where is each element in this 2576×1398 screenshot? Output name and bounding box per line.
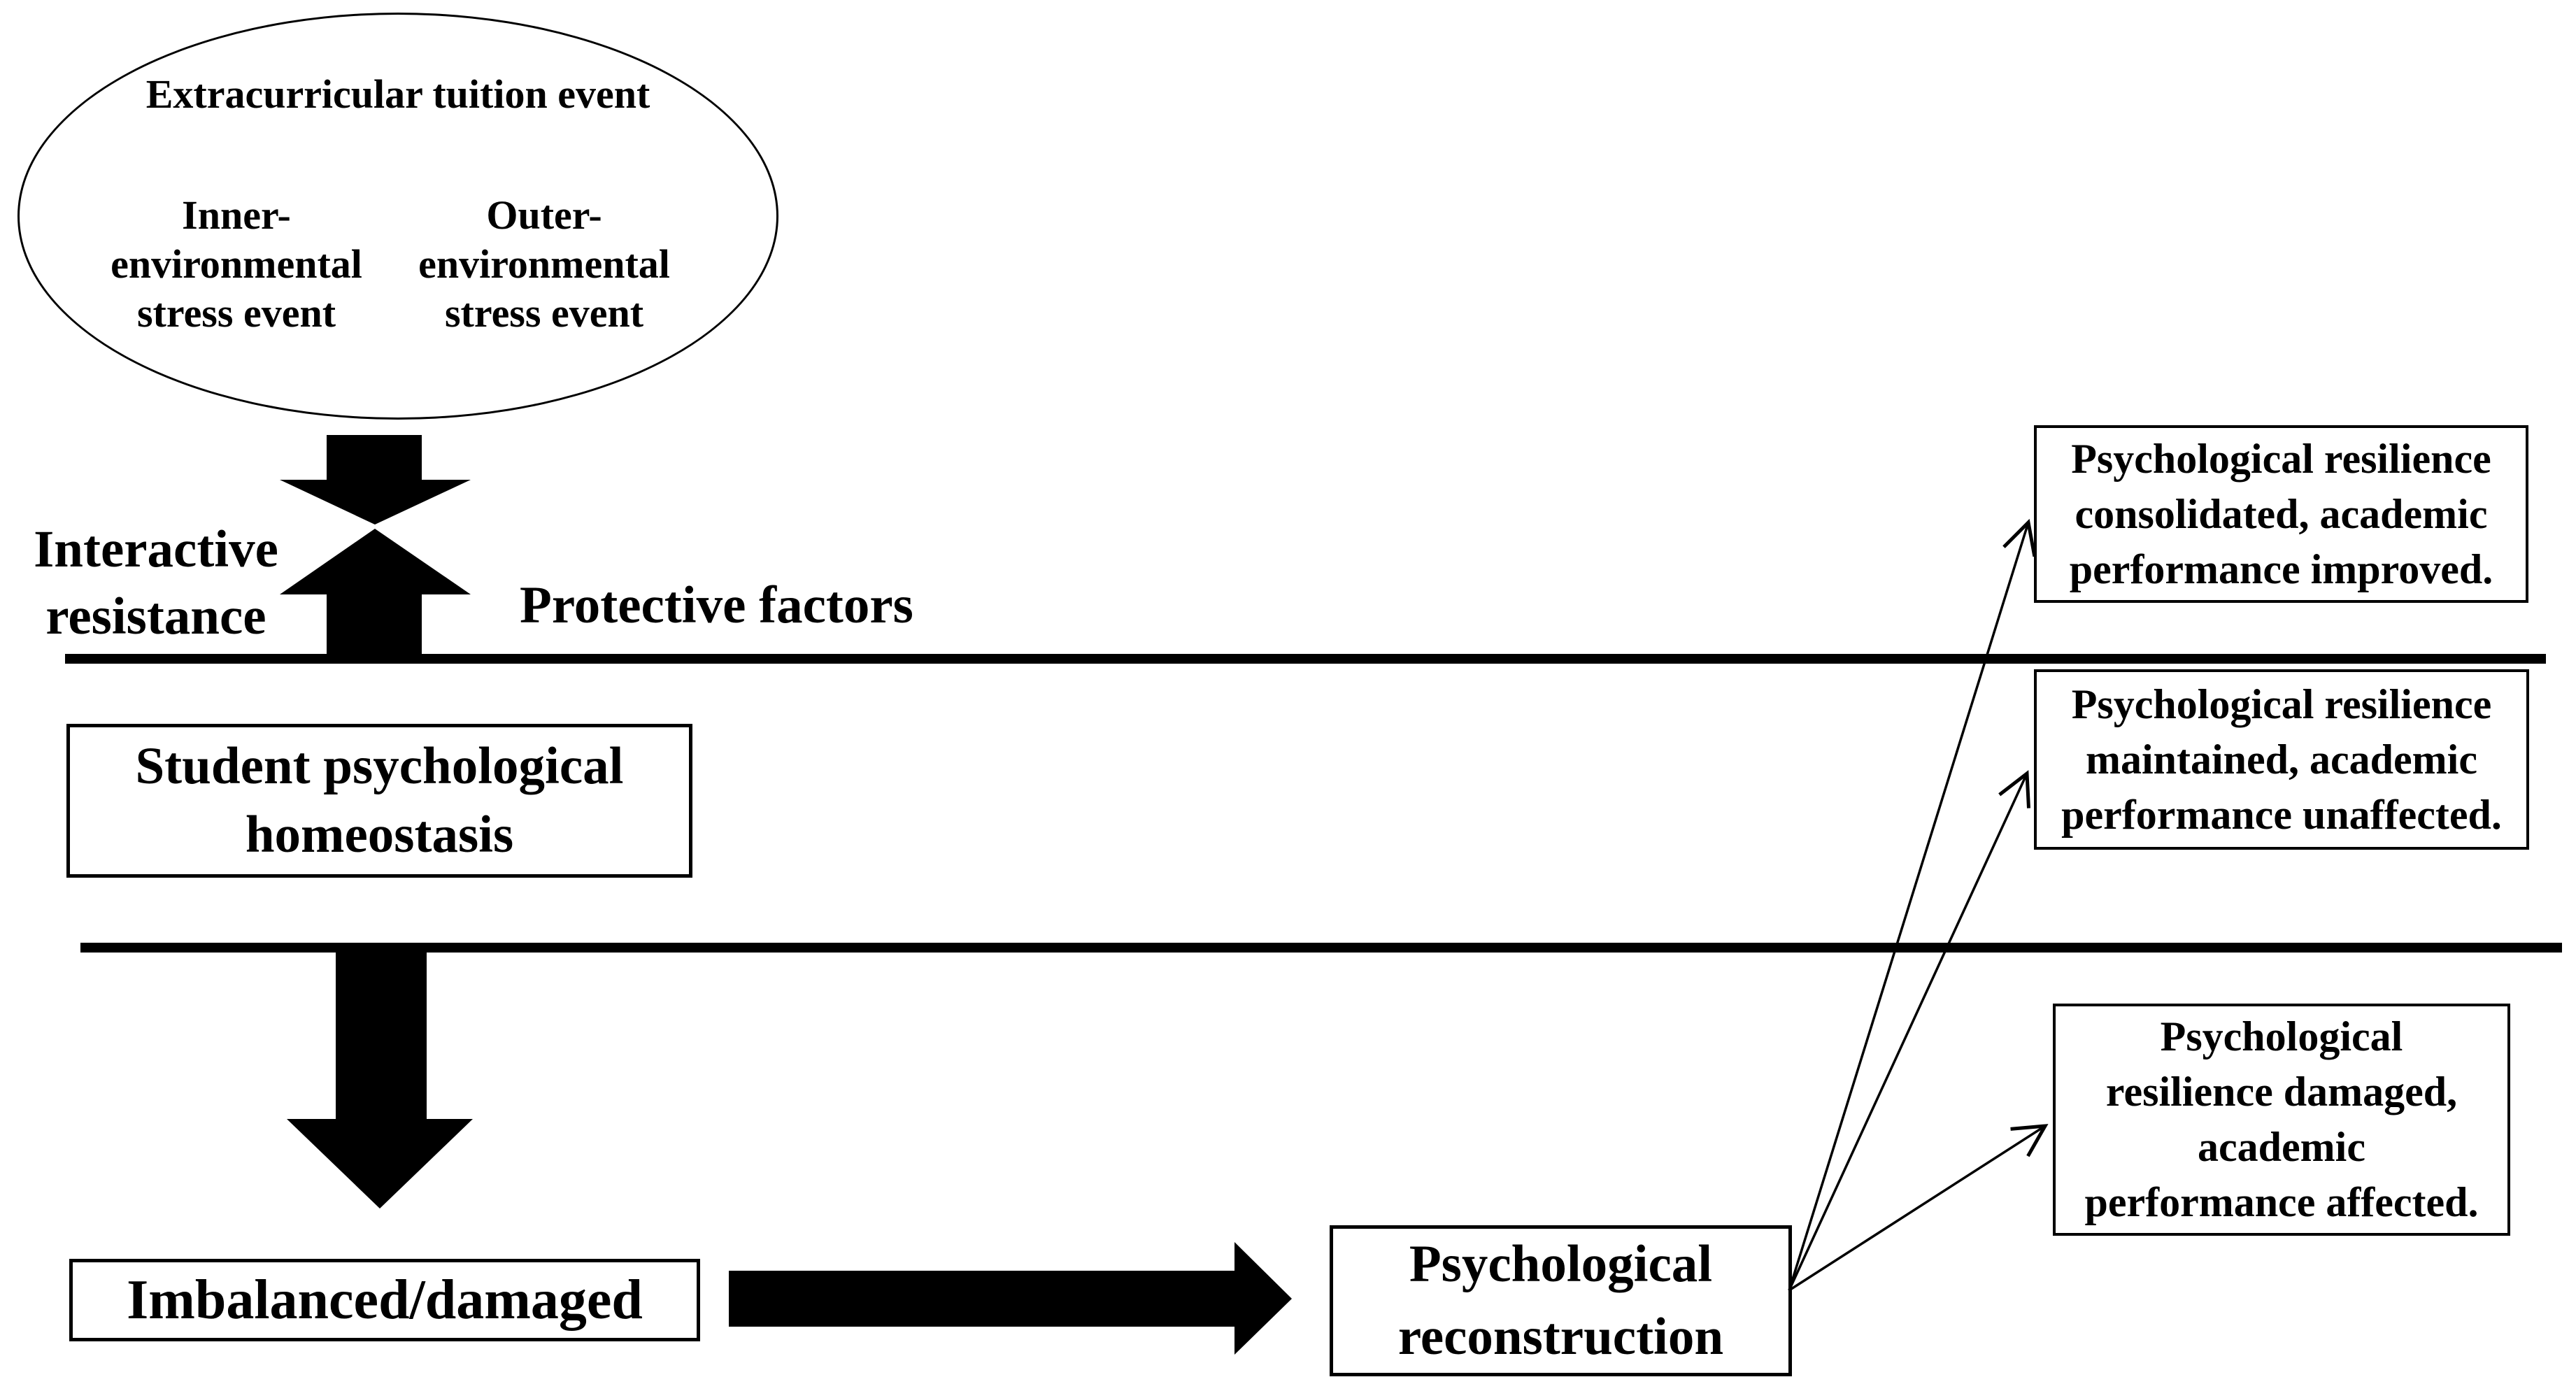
outcome-maintained-label: Psychological resilience maintained, aca…: [2061, 680, 2502, 838]
reconstruction-label: Psychological reconstruction: [1397, 1235, 1724, 1366]
inner-stress-label: Inner- environmental stress event: [111, 192, 362, 336]
stress-event-ellipse: Extracurricular tuition event Inner- env…: [17, 13, 778, 420]
outcome-arrow-consolidated: [1788, 518, 2037, 1291]
imbalance-down-block-arrow-icon: [287, 953, 473, 1208]
resistance-up-block-arrow-icon: [280, 529, 471, 664]
homeostasis-label: Student psychological homeostasis: [135, 737, 624, 864]
reconstruction-box: Psychological reconstruction: [1330, 1225, 1792, 1376]
imbalanced-label: Imbalanced/damaged: [127, 1269, 643, 1331]
upper-boundary-line: [65, 654, 2546, 664]
reconstruction-right-block-arrow-icon: [729, 1242, 1292, 1355]
outcome-consolidated-box: Psychological resilience consolidated, a…: [2034, 425, 2528, 603]
stress-down-block-arrow-icon: [280, 435, 471, 525]
outer-stress-label: Outer- environmental stress event: [418, 192, 670, 336]
homeostasis-box: Student psychological homeostasis: [66, 724, 692, 878]
outcome-damaged-label: Psychological resilience damaged, academ…: [2084, 1013, 2479, 1225]
outcome-consolidated-label: Psychological resilience consolidated, a…: [2069, 435, 2493, 592]
outcome-maintained-box: Psychological resilience maintained, aca…: [2034, 669, 2529, 850]
imbalanced-box: Imbalanced/damaged: [69, 1259, 700, 1341]
interactive-resistance-label: Interactive resistance: [34, 520, 278, 645]
outcome-arrow-maintained: [1788, 770, 2031, 1291]
lower-boundary-line: [80, 943, 2562, 953]
outcome-arrow-damaged: [1788, 1124, 2049, 1292]
protective-factors-label: Protective factors: [520, 576, 913, 634]
ellipse-title: Extracurricular tuition event: [145, 71, 650, 117]
outcome-damaged-box: Psychological resilience damaged, academ…: [2053, 1004, 2510, 1236]
